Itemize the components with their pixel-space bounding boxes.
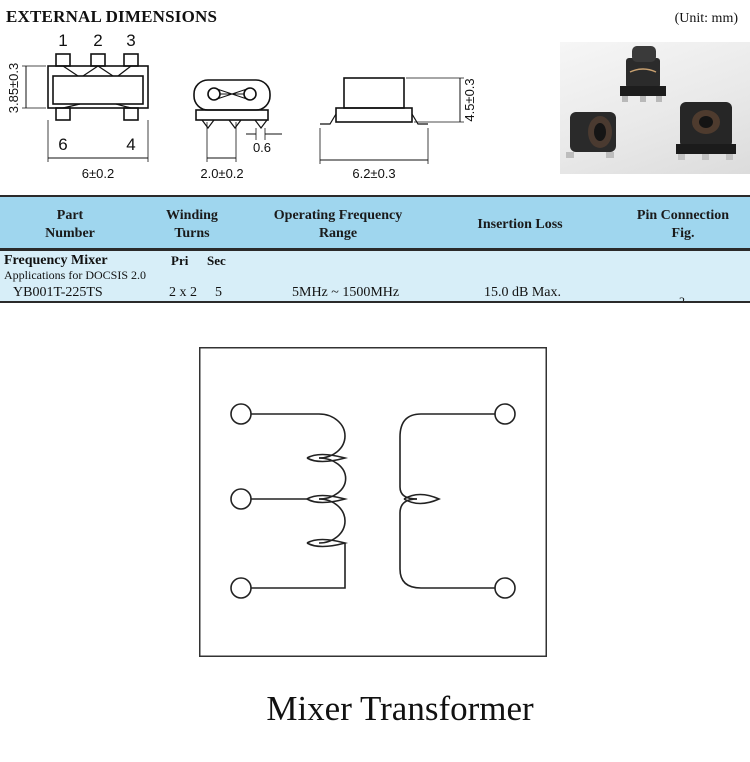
- side-view-drawing: [193, 79, 282, 162]
- pin-1-label: 1: [58, 31, 67, 50]
- table-body: Frequency Mixer Applications for DOCSIS …: [0, 251, 750, 303]
- fig-cell: 2: [679, 294, 685, 303]
- pin-6-label: 6: [58, 135, 67, 154]
- secondary-winding: [399, 403, 516, 599]
- col-pin-connection: Pin Connection Fig.: [636, 208, 730, 241]
- pin-2-label: 2: [93, 31, 102, 50]
- component-photo-2: [566, 112, 616, 158]
- dimension-drawings: 1 2 3 6 4 3.85±0.3 6±0.2 2.0±0.2 0.6 6.2…: [6, 31, 477, 181]
- turns-sec-cell: 5: [215, 285, 222, 300]
- category-label: Frequency Mixer: [4, 253, 108, 268]
- col-part-number: Part Number: [45, 208, 95, 241]
- col-winding-turns: Winding Turns: [166, 208, 218, 241]
- schematic-frame: [199, 347, 547, 657]
- frequency-cell: 5MHz ~ 1500MHz: [292, 285, 400, 300]
- front-width-dimension: 6.2±0.3: [352, 166, 395, 181]
- part-number-cell: YB001T-225TS: [13, 285, 103, 300]
- primary-winding: [230, 403, 349, 599]
- front-view-drawing: [319, 77, 464, 164]
- subheader-sec: Sec: [207, 253, 226, 268]
- top-height-dimension: 3.85±0.3: [6, 63, 21, 114]
- subheader-pri: Pri: [171, 253, 189, 268]
- application-note: Applications for DOCSIS 2.0: [4, 268, 146, 282]
- component-photo-1: [620, 46, 666, 102]
- pin-width-dimension: 0.6: [253, 140, 271, 155]
- section-title: EXTERNAL DIMENSIONS: [6, 7, 218, 26]
- top-view-drawing: [22, 53, 149, 162]
- pin-3-label: 3: [126, 31, 135, 50]
- col-frequency-range: Operating Frequency Range: [273, 208, 403, 241]
- component-photo-3: [676, 102, 736, 160]
- table-header: Part Number Winding Turns Operating Freq…: [0, 195, 750, 251]
- mixer-transformer-schematic: [199, 347, 547, 657]
- insertion-loss-cell: 15.0 dB Max.: [484, 285, 561, 300]
- schematic-caption: Mixer Transformer: [266, 689, 534, 728]
- product-photo: [560, 42, 750, 174]
- turns-pri-cell: 2 x 2: [169, 285, 197, 300]
- unit-note: (Unit: mm): [674, 11, 738, 26]
- pin-4-label: 4: [126, 135, 135, 154]
- side-width-dimension: 2.0±0.2: [200, 166, 243, 181]
- front-height-dimension: 4.5±0.3: [462, 78, 477, 121]
- col-insertion-loss: Insertion Loss: [477, 217, 563, 232]
- top-width-dimension: 6±0.2: [82, 166, 114, 181]
